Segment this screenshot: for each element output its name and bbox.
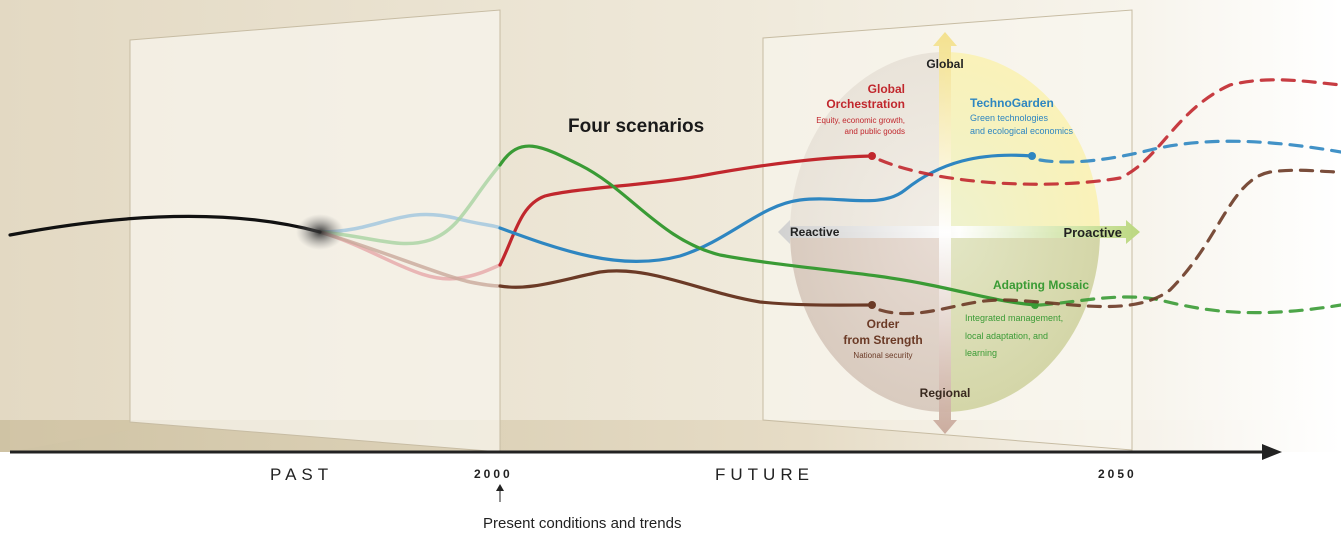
present-marker-arrowhead — [496, 484, 504, 491]
scenario-lines — [8, 78, 1341, 316]
present-conditions-label: Present conditions and trends — [483, 515, 681, 532]
timeline-arrowhead — [1262, 444, 1282, 460]
timeline-year-2000: 2000 — [474, 467, 513, 481]
scenario-desc-technogarden-1: Green technologies — [970, 113, 1049, 123]
line-global-orchestration — [498, 154, 874, 267]
timeline-year-2050: 2050 — [1098, 467, 1137, 481]
scenario-desc-adapting-mosaic-3: learning — [965, 348, 997, 358]
quadrant-regional-proactive — [945, 232, 1100, 412]
scenario-name-technogarden: TechnoGarden — [970, 96, 1054, 110]
axis-label-reactive: Reactive — [790, 225, 840, 239]
quadrant-global-proactive — [945, 52, 1100, 232]
scenario-desc-global-orchestration-1: Equity, economic growth, — [816, 116, 905, 125]
scenario-name-global-orchestration-2: Orchestration — [826, 97, 905, 111]
scenario-name-order-from-strength-1: Order — [867, 317, 900, 331]
faded-branch-red — [318, 230, 502, 281]
global-regional-arrow — [933, 32, 957, 434]
scenario-desc-technogarden-2: and ecological economics — [970, 126, 1074, 136]
past-trend-line — [8, 214, 322, 237]
endpoint-order-from-strength — [868, 301, 876, 309]
scenario-name-order-from-strength-2: from Strength — [843, 333, 922, 347]
scenario-name-global-orchestration-1: Global — [868, 82, 905, 96]
scenario-desc-order-from-strength: National security — [853, 351, 912, 360]
present-divergence-point — [296, 214, 344, 250]
faded-branch-blue — [318, 212, 502, 234]
line-adapting-mosaic — [498, 144, 1037, 307]
line-order-from-strength — [498, 269, 874, 307]
line-technogarden — [498, 153, 1034, 264]
dash-adapting-mosaic — [1038, 295, 1341, 315]
dash-order-from-strength — [878, 168, 1341, 316]
future-dashed-lines — [878, 78, 1341, 316]
scenario-global-orchestration: Global Orchestration Equity, economic gr… — [816, 82, 905, 136]
reactive-proactive-arrow — [778, 220, 1140, 244]
scenario-order-from-strength: Order from Strength National security — [843, 317, 922, 360]
quadrant-regional-reactive — [790, 232, 945, 412]
scenario-desc-global-orchestration-2: and public goods — [845, 127, 906, 136]
scenario-adapting-mosaic: Adapting Mosaic Integrated management, l… — [965, 278, 1089, 358]
endpoint-technogarden — [1028, 152, 1036, 160]
axis-label-proactive: Proactive — [1063, 225, 1122, 240]
scenario-technogarden: TechnoGarden Green technologies and ecol… — [970, 96, 1074, 136]
scenario-name-adapting-mosaic: Adapting Mosaic — [993, 278, 1089, 292]
endpoint-global-orchestration — [868, 152, 876, 160]
floor-shade — [10, 420, 130, 452]
timeline-label-future: FUTURE — [715, 465, 814, 484]
timeline-label-past: PAST — [270, 465, 333, 484]
axis-label-regional: Regional — [920, 386, 971, 400]
faded-branch-brown — [318, 230, 502, 288]
diagram-title: Four scenarios — [568, 116, 704, 137]
axis-label-global: Global — [926, 57, 963, 71]
dash-technogarden — [1038, 139, 1341, 164]
scenario-desc-adapting-mosaic-1: Integrated management, — [965, 313, 1063, 323]
dash-global-orchestration — [878, 78, 1341, 186]
scenario-desc-adapting-mosaic-2: local adaptation, and — [965, 331, 1048, 341]
faded-branch-green — [318, 163, 502, 246]
